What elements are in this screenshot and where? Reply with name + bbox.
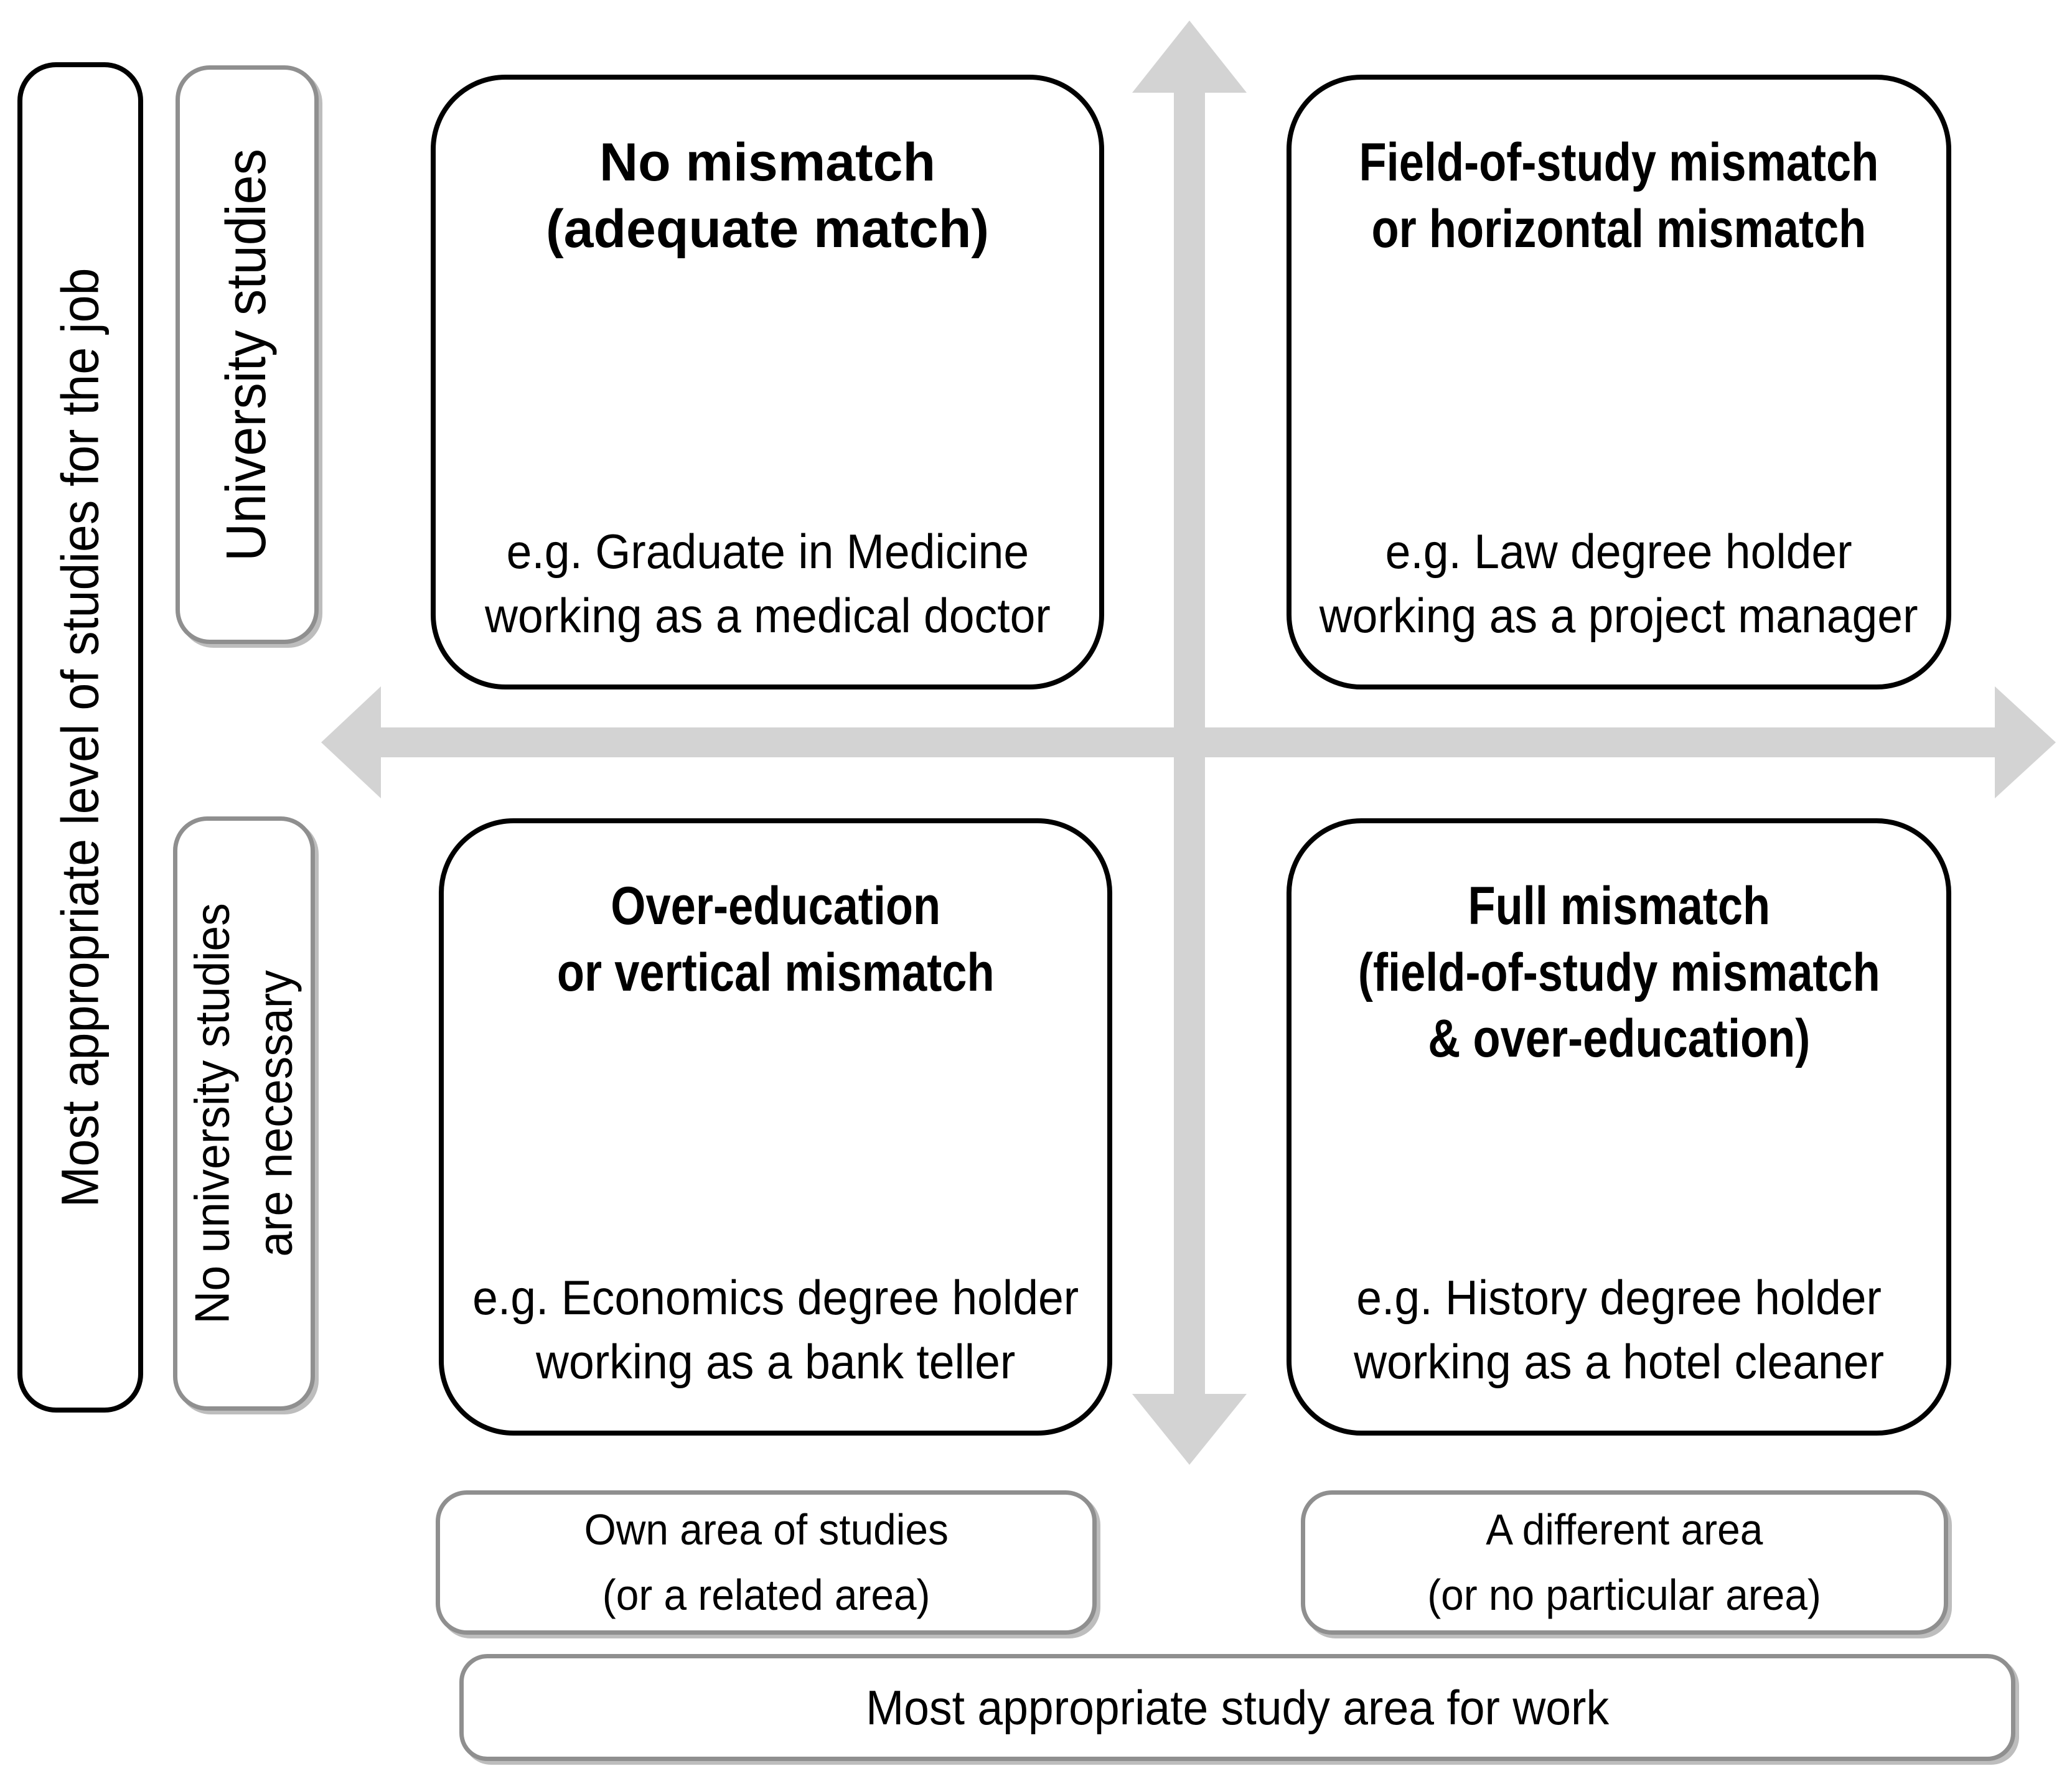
title-line: No mismatch [599,133,936,192]
quadrant-full-mismatch: Full mismatch (field-of-study mismatch &… [1287,818,1951,1436]
label-line: (or no particular area) [1427,1571,1822,1619]
y-axis-category-no-university-studies: No university studies are necessary [173,816,315,1411]
quadrant-example: e.g. History degree holder working as a … [1354,1266,1884,1395]
title-line: or vertical mismatch [556,942,995,1002]
example-line: e.g. Law degree holder [1385,523,1853,579]
example-line: e.g. History degree holder [1356,1269,1882,1325]
quadrant-example: e.g. Law degree holder working as a proj… [1320,520,1918,648]
y-axis-category-label: No university studies are necessary [181,903,307,1324]
quadrant-title: Over-education or vertical mismatch [557,873,995,1006]
label-line: Own area of studies [584,1505,949,1554]
arrow-up-icon [1132,21,1247,93]
y-axis-category-university-studies: University studies [176,65,319,644]
label-line: (or a related area) [602,1571,931,1619]
title-line: (field-of-study mismatch [1357,942,1880,1002]
label-line: are necessary [248,970,303,1257]
label-line: No university studies [184,903,240,1324]
title-line: Field-of-study mismatch [1359,133,1879,192]
example-line: working as a hotel cleaner [1354,1334,1884,1390]
example-line: e.g. Economics degree holder [472,1269,1079,1325]
quadrant-title: No mismatch (adequate match) [546,129,989,262]
arrow-left-icon [321,686,381,798]
quadrant-no-mismatch: No mismatch (adequate match) e.g. Gradua… [431,75,1104,689]
y-axis-category-label: University studies [215,148,278,561]
title-line: Full mismatch [1468,876,1770,936]
x-axis-category-different-area: A different area (or no particular area) [1301,1490,1948,1635]
quadrant-title: Field-of-study mismatch or horizontal mi… [1359,129,1879,262]
arrow-down-icon [1132,1394,1247,1465]
title-line: (adequate match) [545,199,990,259]
y-axis-title: Most appropriate level of studies for th… [50,268,110,1207]
y-axis-title-box: Most appropriate level of studies for th… [17,62,143,1413]
example-line: e.g. Graduate in Medicine [506,523,1029,579]
quadrant-title: Full mismatch (field-of-study mismatch &… [1358,873,1880,1072]
quadrant-field-of-study-mismatch: Field-of-study mismatch or horizontal mi… [1287,75,1951,689]
x-axis-category-own-area: Own area of studies (or a related area) [436,1490,1097,1635]
quadrant-over-education: Over-education or vertical mismatch e.g.… [439,818,1112,1436]
x-axis-title-box: Most appropriate study area for work [459,1654,2015,1761]
horizontal-axis-shaft [380,727,1995,757]
example-line: working as a medical doctor [484,588,1051,643]
title-line: Over-education [611,876,940,936]
arrow-right-icon [1995,686,2056,798]
title-line: or horizontal mismatch [1371,199,1867,259]
example-line: working as a project manager [1320,588,1918,643]
x-axis-title: Most appropriate study area for work [865,1680,1610,1735]
label-line: A different area [1486,1505,1763,1554]
quadrant-example: e.g. Economics degree holder working as … [472,1266,1079,1395]
example-line: working as a bank teller [535,1334,1016,1390]
title-line: & over-education) [1427,1009,1811,1069]
quadrant-example: e.g. Graduate in Medicine working as a m… [485,520,1051,648]
